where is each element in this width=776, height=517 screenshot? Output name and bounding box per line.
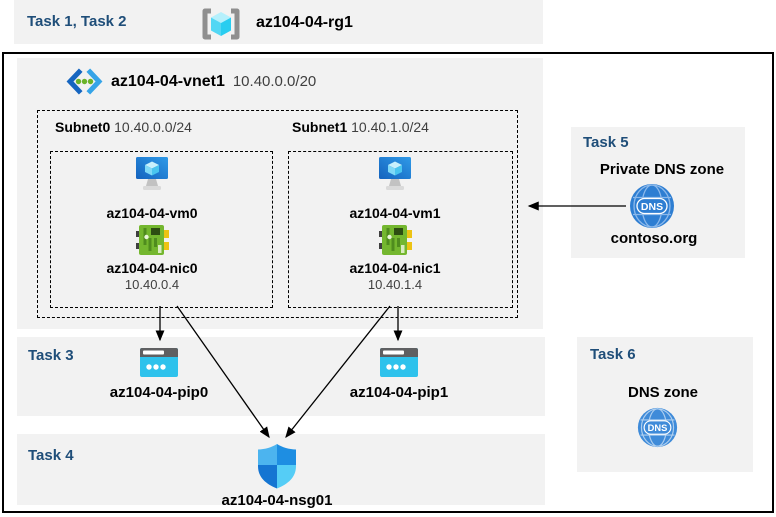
nic0-ip: 10.40.0.4	[124, 277, 180, 292]
task3-label: Task 3	[28, 347, 74, 364]
subnets-boundary	[37, 110, 518, 318]
subnet0-title: Subnet0 10.40.0.0/24	[55, 119, 192, 135]
pip0-stack: az104-04-pip0	[49, 348, 269, 401]
subnet0-box	[50, 151, 273, 308]
nic1-label: az104-04-nic1	[349, 260, 441, 276]
dns-zone-icon: DNS	[637, 407, 678, 448]
vnet-cidr: 10.40.0.0/20	[232, 73, 317, 90]
vnet-icon	[66, 68, 103, 95]
virtual-machine-icon	[378, 157, 412, 197]
nsg-stack: az104-04-nsg01	[167, 443, 387, 509]
pip1-stack: az104-04-pip1	[289, 348, 509, 401]
vnet-header: az104-04-vnet1 10.40.0.0/20	[66, 68, 316, 95]
contoso-zone-label: contoso.org	[610, 230, 698, 247]
nic-icon	[135, 224, 169, 256]
task1-2-band: Task 1, Task 2	[14, 0, 543, 44]
pip0-label: az104-04-pip0	[109, 384, 209, 401]
task3-band: Task 3	[17, 337, 545, 416]
nsg-shield-icon	[257, 443, 297, 489]
subnet1-box	[288, 151, 513, 308]
dns-badge-text: DNS	[648, 423, 668, 433]
vnet-name: az104-04-vnet1	[111, 72, 225, 90]
task6-label: Task 6	[590, 346, 636, 363]
public-ip-icon	[140, 348, 178, 377]
task5-label: Task 5	[583, 134, 629, 151]
vm1-label: az104-04-vm1	[349, 205, 441, 221]
vnet-panel	[17, 58, 543, 329]
subnet1-title: Subnet1 10.40.1.0/24	[292, 119, 429, 135]
nsg-label: az104-04-nsg01	[221, 492, 333, 509]
subnet1-cidr: 10.40.1.0/24	[351, 119, 429, 135]
dns-zone-title: DNS zone	[627, 384, 699, 401]
task5-card: Task 5 Private DNS zone DNS contoso.org	[571, 127, 745, 258]
subnet1-name: Subnet1	[292, 119, 348, 135]
vm0-stack: az104-04-vm0 az104-04-nic0 10.40.0.4	[42, 157, 262, 292]
task1-2-label: Task 1, Task 2	[27, 13, 127, 30]
resource-group-label: az104-04-rg1	[256, 14, 353, 31]
resource-group-icon	[196, 7, 246, 41]
task4-label: Task 4	[28, 447, 74, 464]
vm0-label: az104-04-vm0	[106, 205, 198, 221]
task6-card: Task 6 DNS zone DNS	[577, 337, 753, 472]
nic1-ip: 10.40.1.4	[367, 277, 423, 292]
nic-icon	[378, 224, 412, 256]
pip1-label: az104-04-pip1	[349, 384, 449, 401]
nic0-label: az104-04-nic0	[106, 260, 198, 276]
subnet0-cidr: 10.40.0.0/24	[114, 119, 192, 135]
dns-badge-text: DNS	[641, 201, 663, 213]
public-ip-icon	[380, 348, 418, 377]
private-dns-icon: DNS	[629, 183, 675, 229]
private-dns-zone-title: Private DNS zone	[599, 161, 725, 178]
virtual-machine-icon	[135, 157, 169, 197]
vm1-stack: az104-04-vm1 az104-04-nic1 10.40.1.4	[285, 157, 505, 292]
subnet0-name: Subnet0	[55, 119, 111, 135]
